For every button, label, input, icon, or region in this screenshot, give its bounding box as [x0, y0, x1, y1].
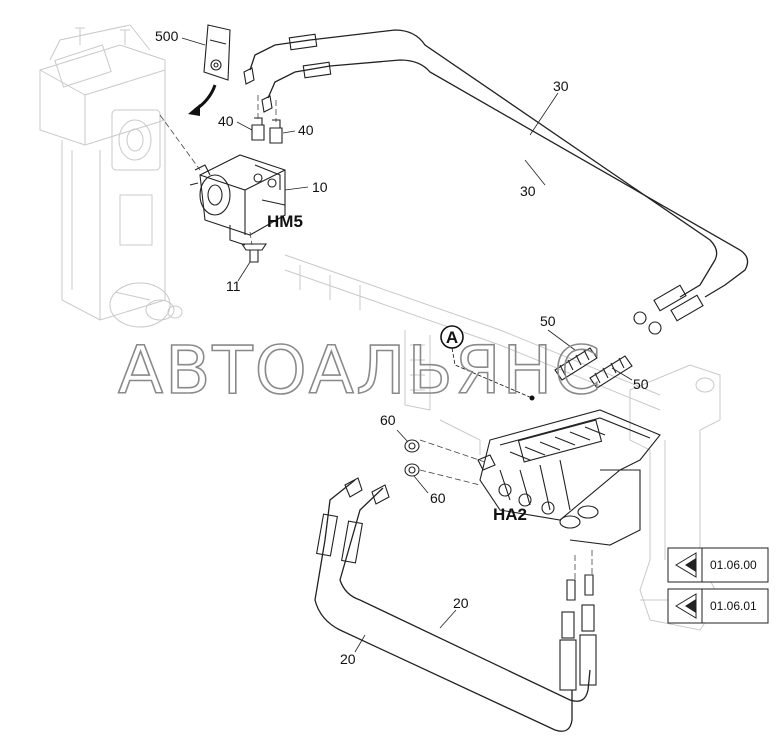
reference-box-2[interactable]: 01.06.01	[667, 588, 769, 624]
reference-code-2: 01.06.01	[710, 599, 757, 613]
callout-60-lower: 60	[430, 490, 446, 506]
leader-lines	[181, 37, 633, 653]
callout-60-upper: 60	[380, 412, 396, 428]
bolt-11	[240, 243, 268, 263]
gearbox-housing	[39, 24, 183, 328]
detail-a-label: A	[446, 328, 458, 347]
motor-label: HM5	[267, 212, 303, 231]
seal-kit-bag	[203, 24, 231, 81]
reference-code-1: 01.06.00	[710, 558, 757, 572]
callout-10: 10	[312, 179, 328, 195]
callout-500: 500	[155, 28, 179, 44]
fittings-60	[404, 439, 420, 477]
callout-50-lower: 50	[633, 376, 649, 392]
callout-40-left: 40	[218, 113, 234, 129]
hydraulic-motor	[189, 154, 286, 246]
callout-50-upper: 50	[540, 313, 556, 329]
frame-rail	[284, 254, 661, 455]
callout-40-right: 40	[298, 122, 314, 138]
callout-30-upper: 30	[553, 78, 569, 94]
reference-box-1[interactable]: 01.06.00	[667, 547, 769, 583]
arrow-icon	[188, 104, 200, 116]
callout-30-lower: 30	[520, 183, 536, 199]
assembly-lines	[159, 95, 593, 580]
valve-label: HA2	[493, 505, 527, 524]
eye-view-icon	[675, 552, 697, 578]
hose-30-assembly	[243, 29, 749, 335]
fittings-40	[251, 117, 283, 144]
callout-11: 11	[226, 278, 241, 294]
hose-20-assembly	[314, 477, 597, 732]
quick-couplings-50	[554, 347, 633, 389]
eye-view-icon	[675, 593, 697, 619]
callout-20-lower: 20	[340, 651, 356, 667]
control-valve-block	[477, 409, 661, 546]
watermark-text: АВТОАЛЬЯНС	[118, 332, 602, 409]
callout-20-upper: 20	[453, 595, 469, 611]
detail-a-marker: A	[440, 325, 535, 401]
